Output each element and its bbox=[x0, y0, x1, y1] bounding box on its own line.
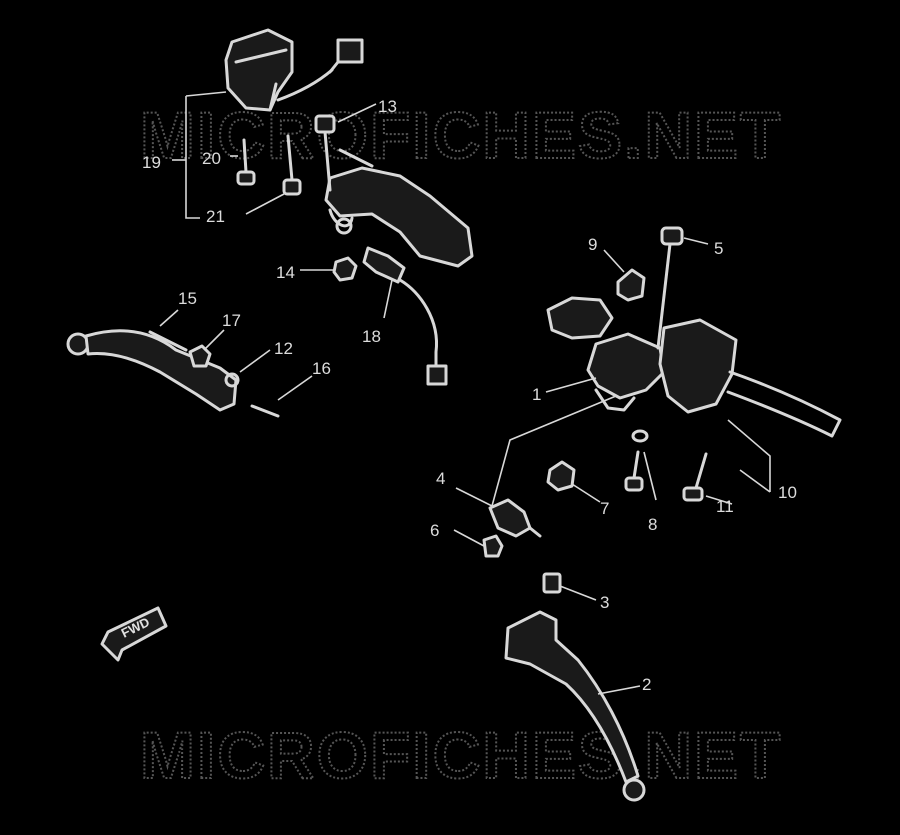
bolt-11 bbox=[682, 452, 708, 502]
right-lever bbox=[504, 610, 646, 802]
nut-17 bbox=[188, 344, 212, 368]
callout-18: 18 bbox=[362, 327, 381, 346]
nut-7 bbox=[546, 460, 576, 492]
callout-21: 21 bbox=[206, 207, 225, 226]
callout-9: 9 bbox=[588, 235, 597, 254]
callout-15: 15 bbox=[178, 289, 197, 308]
switch-18 bbox=[362, 246, 448, 386]
washer-8 bbox=[624, 429, 649, 492]
screw-16 bbox=[250, 404, 280, 418]
cap-9 bbox=[616, 268, 646, 302]
callout-3: 3 bbox=[600, 593, 609, 612]
left-switch-housing bbox=[224, 28, 364, 112]
clutch-holder bbox=[324, 148, 474, 268]
callout-11: 11 bbox=[716, 497, 734, 516]
fwd-direction-badge: FWD bbox=[100, 606, 168, 662]
screw-6 bbox=[482, 534, 504, 558]
switch-4 bbox=[488, 498, 542, 538]
bolt-5 bbox=[656, 226, 684, 350]
callout-2: 2 bbox=[642, 675, 651, 694]
watermark-bottom: MICROFICHES.NET bbox=[140, 718, 782, 792]
screw-20 bbox=[236, 138, 256, 186]
bolt-13 bbox=[314, 114, 336, 192]
leader-lines bbox=[159, 91, 771, 695]
callout-6: 6 bbox=[430, 521, 439, 540]
callout-1: 1 bbox=[532, 385, 541, 404]
left-lever bbox=[66, 329, 240, 412]
callout-20: 20 bbox=[202, 149, 221, 168]
callout-19: 19 bbox=[142, 153, 161, 172]
callout-12: 12 bbox=[274, 339, 293, 358]
callout-16: 16 bbox=[312, 359, 331, 378]
callout-13: 13 bbox=[378, 97, 397, 116]
watermark-top: MICROFICHES.NET bbox=[140, 98, 782, 172]
nut-14 bbox=[332, 256, 358, 282]
callout-17: 17 bbox=[222, 311, 241, 330]
master-cylinder bbox=[546, 296, 842, 438]
bushing-3 bbox=[542, 572, 562, 594]
callout-8: 8 bbox=[648, 515, 657, 534]
callout-10: 10 bbox=[778, 483, 797, 502]
callout-7: 7 bbox=[600, 499, 609, 518]
callout-4: 4 bbox=[436, 469, 445, 488]
screw-15 bbox=[148, 330, 188, 352]
callout-14: 14 bbox=[276, 263, 295, 282]
screw-21 bbox=[282, 134, 302, 196]
callout-5: 5 bbox=[714, 239, 723, 258]
callout-numbers: 1 2 3 4 5 6 7 8 9 10 11 12 13 14 15 16 1… bbox=[142, 97, 797, 694]
